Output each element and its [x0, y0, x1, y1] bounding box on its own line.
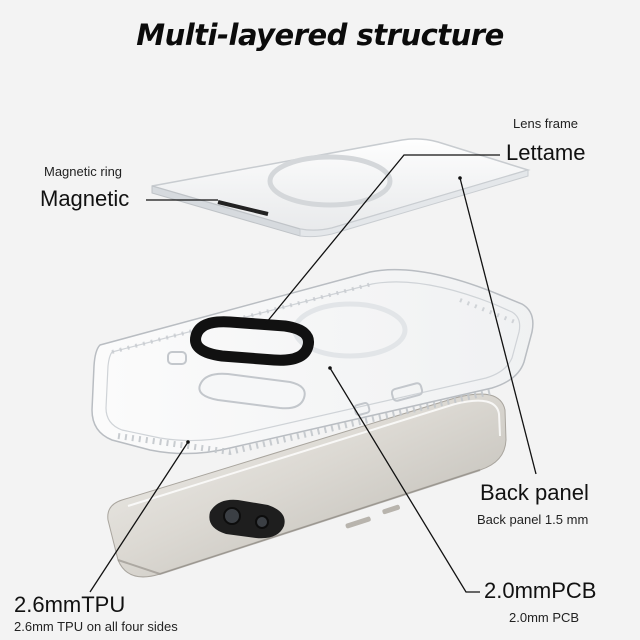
label-lens-frame-small: Lens frame — [513, 116, 579, 131]
label-pcb-big: 2.0mmPCB — [484, 578, 597, 603]
leader-line-pcb — [329, 367, 480, 593]
camera-bar — [209, 499, 285, 539]
label-magnetic-ring-small: Magnetic ring — [44, 164, 123, 179]
leader-line-tpu — [89, 441, 189, 593]
leader-dot-back-panel — [458, 176, 462, 180]
lens-frame-ring — [190, 316, 314, 366]
label-tpu-small: 2.6mm TPU on all four sides — [14, 619, 178, 634]
leader-line-lens-frame — [265, 154, 500, 324]
label-back-panel-small: Back panel 1.5 mm — [477, 512, 589, 527]
leader-line-back-panel — [459, 177, 537, 475]
leader-lines — [89, 154, 537, 593]
label-magnetic-ring-big: Magnetic — [40, 186, 130, 211]
leader-dots — [186, 176, 462, 444]
magnetic-plate — [151, 138, 531, 238]
label-pcb-small: 2.0mm PCB — [509, 610, 580, 625]
leader-dot-tpu — [186, 440, 190, 444]
label-lens-frame-big: Lettame — [506, 140, 586, 165]
label-tpu-big: 2.6mmTPU — [14, 592, 126, 617]
phone-body — [107, 393, 507, 578]
page-title: Multi-layered structure — [136, 18, 504, 52]
leader-dot-pcb — [328, 366, 332, 370]
label-back-panel-big: Back panel — [480, 480, 589, 505]
clear-case — [91, 268, 534, 456]
